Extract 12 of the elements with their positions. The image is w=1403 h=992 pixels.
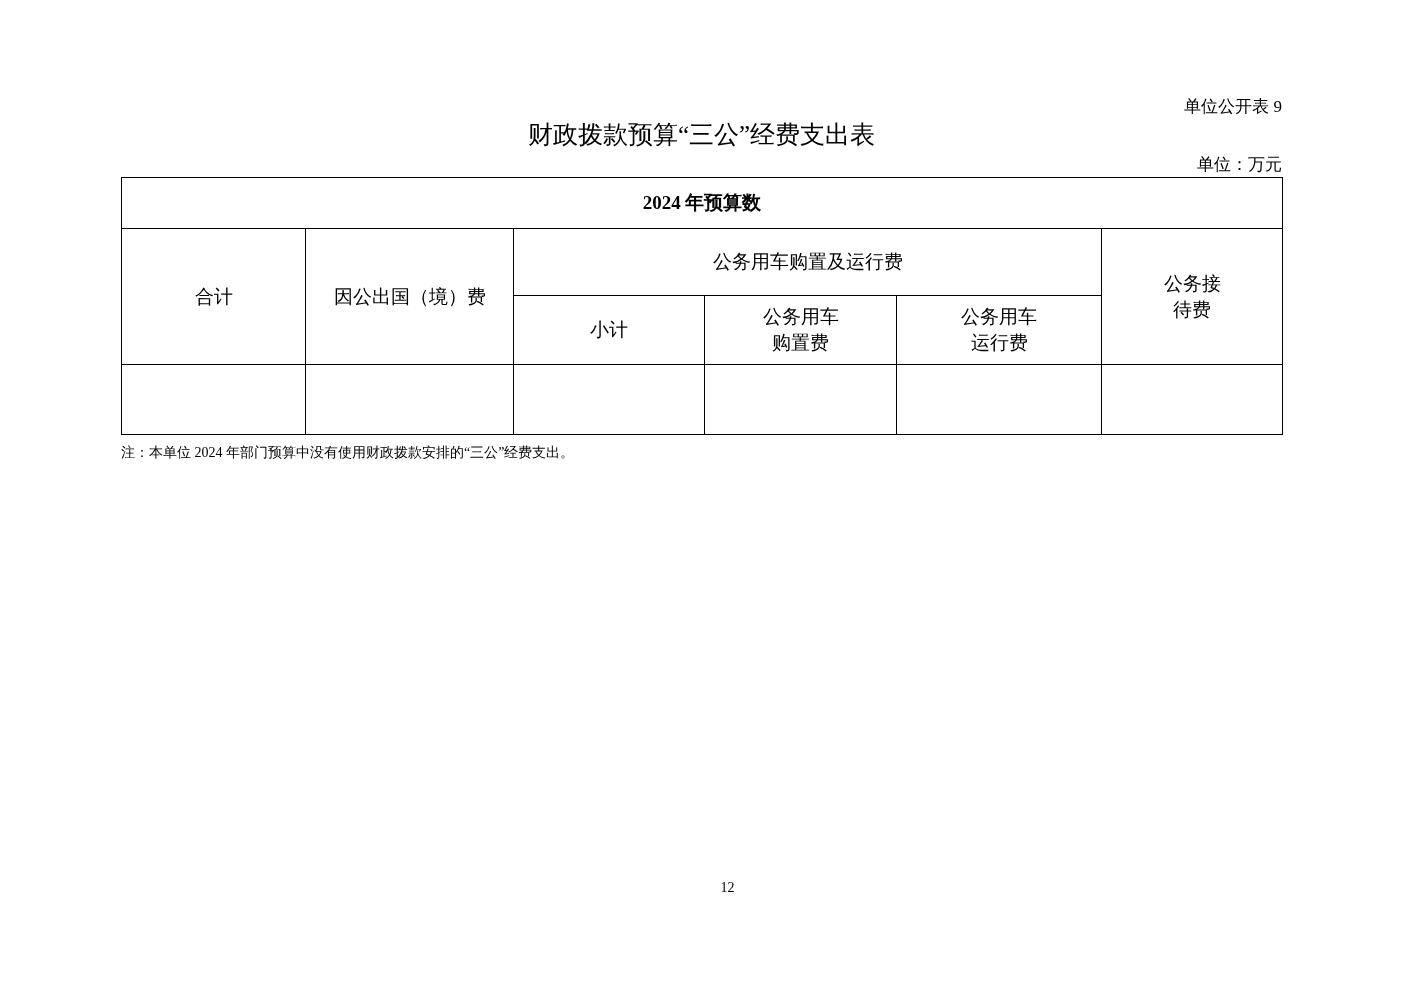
column-header: 因公出国（境）费 — [305, 228, 514, 365]
table-number: 单位公开表 9 — [1184, 96, 1282, 118]
column-header: 合计 — [121, 228, 306, 365]
footnote: 注：本单位 2024 年部门预算中没有使用财政拨款安排的“三公”经费支出。 — [121, 444, 575, 462]
table-title: 财政拨款预算“三公”经费支出表 — [526, 120, 877, 150]
column-header: 公务用车购置及运行费 — [513, 228, 1102, 296]
unit-note: 单位：万元 — [1197, 154, 1282, 176]
page-number: 12 — [719, 880, 736, 896]
column-header: 公务用车购置费 — [704, 295, 897, 365]
column-header: 小计 — [513, 295, 705, 365]
column-header: 公务接待费 — [1101, 228, 1283, 365]
column-header: 2024 年预算数 — [121, 177, 1283, 229]
